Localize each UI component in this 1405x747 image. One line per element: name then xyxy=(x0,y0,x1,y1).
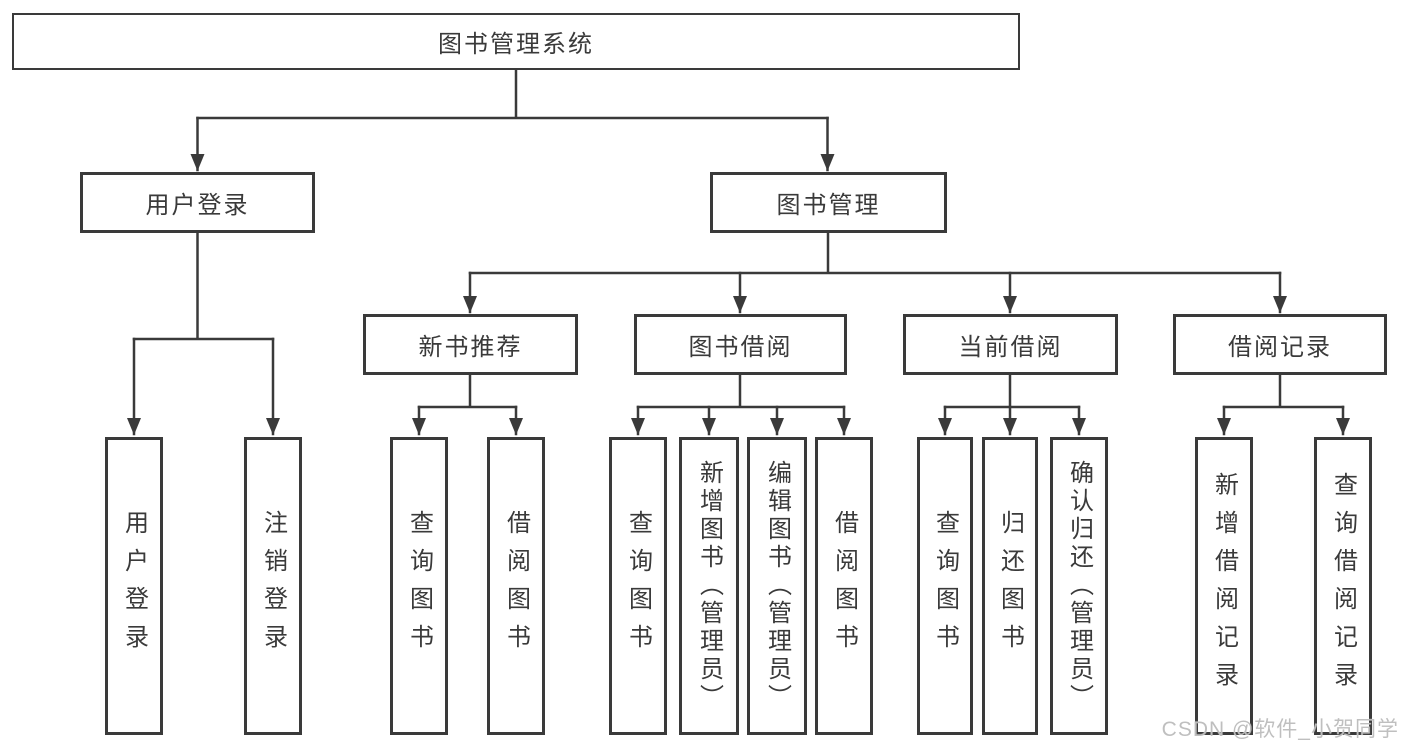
node-add-borrow-record: 新增借阅记录 xyxy=(1195,437,1253,735)
node-current-borrowing: 当前借阅 xyxy=(903,314,1118,375)
node-borrowing-records: 借阅记录 xyxy=(1173,314,1387,375)
node-user-login-action: 用户登录 xyxy=(105,437,163,735)
node-book-borrowing: 图书借阅 xyxy=(634,314,847,375)
node-borrow-books-recommend: 借阅图书 xyxy=(487,437,545,735)
node-query-books-current: 查询图书 xyxy=(917,437,973,735)
node-user-login: 用户登录 xyxy=(80,172,315,233)
node-edit-books-admin: 编辑图书（管理员） xyxy=(747,437,807,735)
node-return-books: 归还图书 xyxy=(982,437,1038,735)
node-query-borrow-record: 查询借阅记录 xyxy=(1314,437,1372,735)
node-query-books-recommend: 查询图书 xyxy=(390,437,448,735)
node-book-management: 图书管理 xyxy=(710,172,947,233)
node-borrow-books: 借阅图书 xyxy=(815,437,873,735)
node-query-books-borrow: 查询图书 xyxy=(609,437,667,735)
node-new-book-recommendation: 新书推荐 xyxy=(363,314,578,375)
node-add-books-admin: 新增图书（管理员） xyxy=(679,437,739,735)
csdn-watermark: CSDN @软件_小贺同学 xyxy=(1161,718,1399,741)
node-library-management-system: 图书管理系统 xyxy=(12,13,1020,70)
node-logout-action: 注销登录 xyxy=(244,437,302,735)
node-confirm-return-admin: 确认归还（管理员） xyxy=(1050,437,1108,735)
